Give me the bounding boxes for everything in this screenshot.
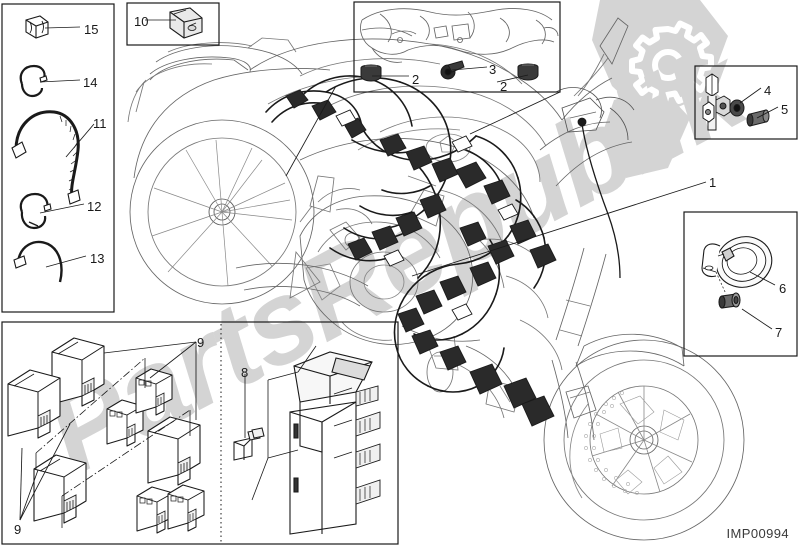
callout-10: 10	[134, 14, 149, 29]
callout-13: 13	[90, 251, 105, 266]
callout-3: 3	[489, 62, 497, 77]
part-13-band	[13, 240, 63, 283]
fuse-box-guidelines	[251, 345, 317, 501]
fuse-holder-d	[167, 484, 205, 532]
part-12-clamp	[19, 192, 52, 230]
harness-connectors-light	[335, 109, 519, 321]
callout-8: 8	[241, 365, 249, 380]
fuse-box-assembly	[289, 351, 381, 535]
nut-4	[729, 99, 745, 117]
top-ecu-inset-border	[126, 2, 220, 46]
part-code-label: IMP00994	[726, 526, 789, 541]
relay-d	[147, 416, 201, 486]
top-right-inset-contents	[702, 73, 770, 131]
top-center-inset-contents	[360, 8, 559, 63]
callout-9-bottom: 9	[14, 522, 22, 537]
callout-1: 1	[709, 175, 717, 190]
callout-11: 11	[93, 116, 107, 131]
rear-wheel	[129, 119, 315, 305]
screw-7	[718, 292, 741, 309]
bolt-5	[746, 109, 770, 127]
fastener-3	[440, 60, 465, 80]
bottom-left-panel-border	[1, 321, 399, 545]
callout-14: 14	[83, 75, 98, 90]
horn-6	[701, 236, 773, 288]
bottom-panel-guidelines	[35, 357, 191, 497]
grommet-2-left	[360, 64, 382, 82]
part-11-conduit	[11, 110, 81, 205]
brake-disc-holes	[584, 391, 639, 495]
top-right-inset-border	[694, 65, 798, 140]
right-horn-inset-border	[683, 211, 798, 357]
callout-4: 4	[764, 83, 772, 98]
callout-2-right: 2	[500, 79, 508, 94]
leader-lines	[19, 19, 779, 521]
part-14-clamp	[19, 64, 48, 98]
callout-9-top: 9	[197, 335, 205, 350]
left-parts-panel-border	[1, 3, 115, 313]
fusebox-terminals	[333, 385, 381, 505]
callout-2-left: 2	[412, 72, 420, 87]
blade-fuse-8	[233, 427, 265, 461]
callout-5: 5	[781, 102, 789, 117]
part-15-clip	[25, 15, 49, 39]
left-panel-parts	[11, 15, 81, 283]
callout-12: 12	[87, 199, 102, 214]
grommet-2-right	[517, 63, 539, 81]
ecu-part-10	[169, 7, 203, 39]
relay-c	[33, 454, 87, 524]
gear-icon	[629, 20, 714, 106]
callout-15: 15	[84, 22, 99, 37]
front-wheel	[543, 339, 745, 541]
top-center-inset-grommets	[360, 60, 539, 82]
right-horn-inset-contents	[701, 236, 773, 309]
bottom-panel-guides-solid	[35, 358, 191, 528]
callout-6: 6	[779, 281, 787, 296]
top-center-inset-border	[353, 1, 561, 93]
callout-7: 7	[775, 325, 783, 340]
